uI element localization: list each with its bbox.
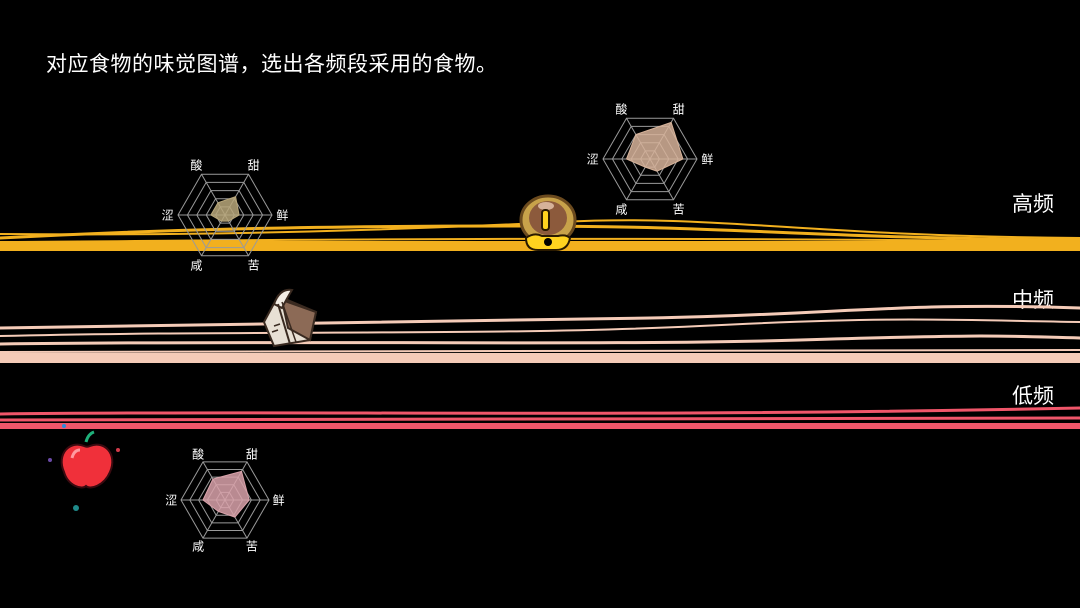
radar-axis-label: 苦: [247, 258, 260, 273]
radar-axis-label: 涩: [586, 152, 599, 167]
radar-axis-label: 酸: [190, 158, 203, 173]
radar-axis-label: 鲜: [276, 208, 289, 223]
radar-axis-label: 咸: [615, 202, 628, 217]
radar-svg: [602, 117, 698, 201]
honey-jar-icon[interactable]: [518, 192, 578, 258]
radar-axis-label: 甜: [245, 447, 258, 461]
radar-svg: [177, 173, 273, 257]
taste-radar-2: 甜鲜苦 咸 涩 酸: [570, 94, 730, 224]
radar-axis-label: 咸: [192, 539, 205, 554]
radar-axis-label: 苦: [672, 202, 685, 217]
radar-axis-label: 咸: [190, 258, 203, 273]
taste-radar-3: 甜鲜苦 咸 涩 酸: [145, 438, 305, 562]
radar-axis-label: 甜: [247, 158, 260, 173]
band-label-low: 低频: [1012, 384, 1054, 408]
radar-axis-label: 鲜: [272, 493, 285, 508]
radar-axis-label: 酸: [615, 102, 628, 117]
grain-bag-icon[interactable]: [256, 282, 326, 352]
apple-icon[interactable]: [34, 420, 130, 516]
radar-axis-label: 涩: [165, 493, 178, 508]
low-frequency-band: [0, 406, 1080, 429]
radar-axis-label: 涩: [161, 208, 174, 223]
radar-spoke: [201, 214, 226, 256]
taste-radar-1: 甜鲜苦 咸 涩 酸: [145, 150, 305, 280]
radar-axis-label: 甜: [672, 102, 685, 117]
mid-frequency-band: [0, 304, 1080, 363]
radar-svg: [180, 461, 270, 539]
radar-value-shape: [625, 121, 684, 172]
radar-axis-label: 鲜: [701, 152, 714, 167]
band-label-high: 高频: [1012, 192, 1054, 216]
radar-value-shape: [202, 470, 250, 518]
radar-spoke: [224, 214, 249, 256]
radar-axis-label: 酸: [192, 447, 205, 461]
radar-value-shape: [210, 196, 240, 222]
radar-axis-label: 苦: [245, 539, 258, 554]
instruction-text: 对应食物的味觉图谱，选出各频段采用的食物。: [46, 52, 498, 76]
